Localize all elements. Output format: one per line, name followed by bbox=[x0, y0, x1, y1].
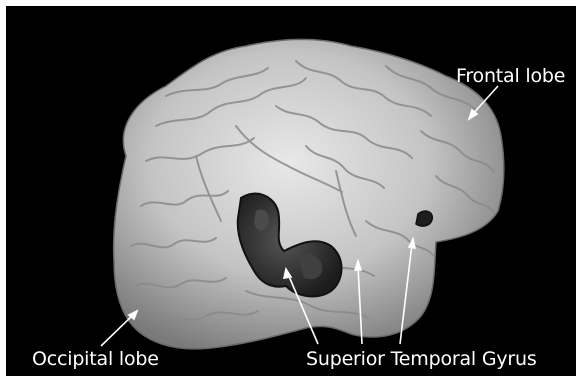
brain-surface bbox=[114, 39, 504, 349]
brain-render bbox=[6, 6, 576, 376]
frontal-lobe-label: Frontal lobe bbox=[456, 66, 565, 86]
occipital-lobe-label: Occipital lobe bbox=[32, 349, 159, 369]
brain-figure: Frontal lobe Occipital lobe Superior Tem… bbox=[6, 6, 576, 376]
superior-temporal-gyrus-label: Superior Temporal Gyrus bbox=[306, 349, 537, 369]
